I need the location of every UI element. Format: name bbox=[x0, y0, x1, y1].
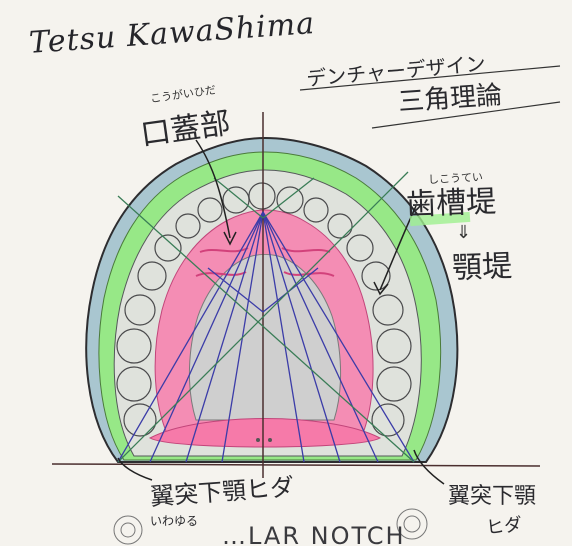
title-underline-2 bbox=[371, 101, 561, 129]
double-down-arrow-icon: ⇓ bbox=[456, 222, 472, 243]
title-line-2: 三角理論 bbox=[397, 80, 504, 118]
notch-label: …LAR NOTCH bbox=[222, 522, 406, 546]
posterior-border-pink bbox=[148, 418, 382, 448]
right-notch-arrow bbox=[413, 449, 445, 485]
teeth-outlines bbox=[116, 182, 412, 437]
ridge-arrow bbox=[379, 205, 417, 291]
palate-arrow bbox=[195, 139, 231, 239]
palatal-rugae bbox=[195, 247, 335, 277]
triangle-lines-green bbox=[117, 171, 415, 463]
iwayuru-label: いわゆる bbox=[150, 514, 199, 528]
right-fold-label-1: 翼突下顎 bbox=[448, 484, 537, 509]
left-notch-arrow bbox=[117, 457, 153, 481]
ridge-highlight bbox=[409, 211, 471, 227]
tooth-sketches bbox=[113, 508, 428, 545]
title-underline-1 bbox=[299, 65, 561, 91]
jaw-ridge-label: 顎堤 bbox=[451, 248, 513, 287]
right-fold-label-2: ヒダ bbox=[485, 514, 524, 539]
ridge-label: 歯槽堤 bbox=[405, 184, 497, 223]
triangle-lines-blue bbox=[117, 211, 415, 463]
baseline bbox=[51, 463, 541, 467]
